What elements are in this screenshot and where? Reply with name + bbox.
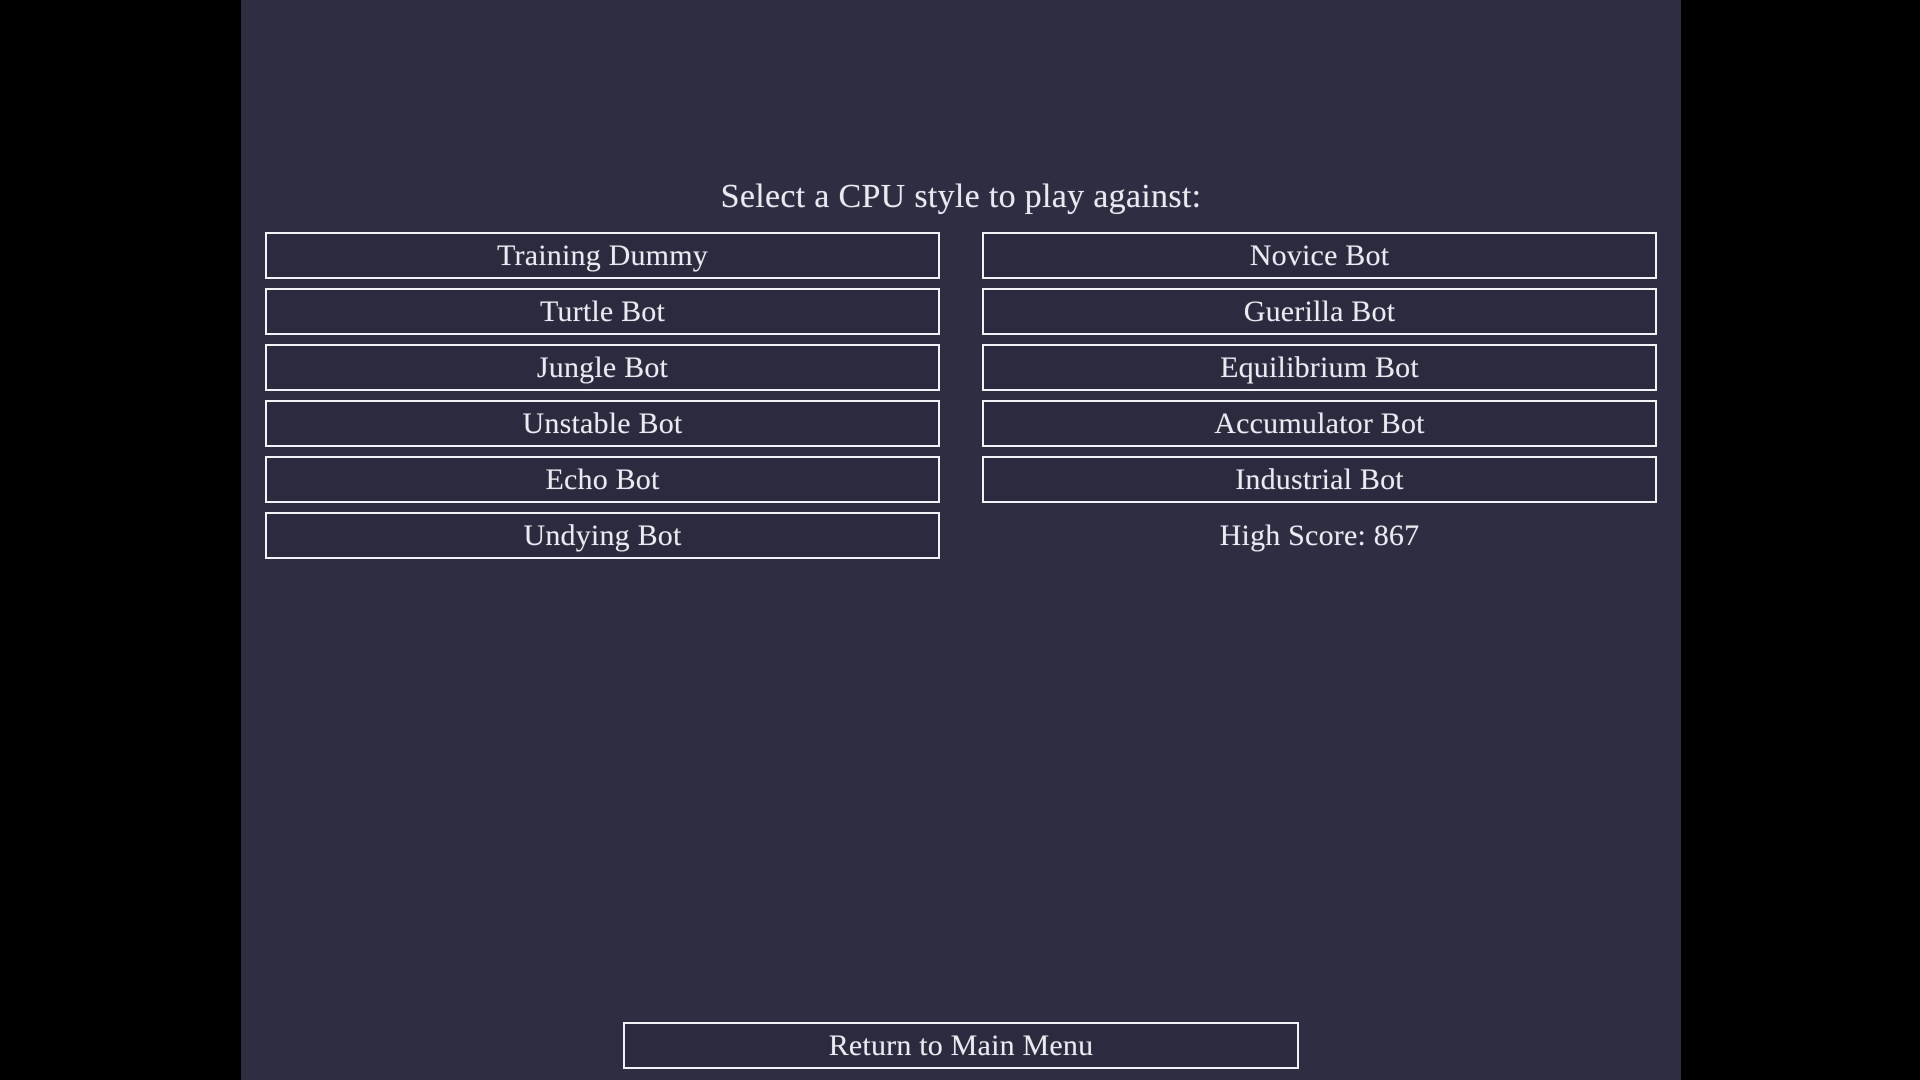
cpu-style-button-jungle-bot[interactable]: Jungle Bot [265,344,940,391]
cpu-style-button-undying-bot[interactable]: Undying Bot [265,512,940,559]
high-score-label: High Score: 867 [1219,519,1420,552]
cpu-style-button-accumulator-bot[interactable]: Accumulator Bot [982,400,1657,447]
return-button-container: Return to Main Menu [241,1022,1681,1069]
page-title: Select a CPU style to play against: [720,178,1202,215]
cpu-style-button-training-dummy[interactable]: Training Dummy [265,232,940,279]
cpu-style-grid: Training Dummy Turtle Bot Jungle Bot Uns… [265,232,1657,559]
cpu-style-button-guerilla-bot[interactable]: Guerilla Bot [982,288,1657,335]
game-viewport: Select a CPU style to play against: Trai… [241,0,1681,1080]
cpu-style-column-left: Training Dummy Turtle Bot Jungle Bot Uns… [265,232,940,559]
cpu-style-button-novice-bot[interactable]: Novice Bot [982,232,1657,279]
return-to-main-menu-button[interactable]: Return to Main Menu [623,1022,1299,1069]
cpu-style-button-unstable-bot[interactable]: Unstable Bot [265,400,940,447]
cpu-style-button-turtle-bot[interactable]: Turtle Bot [265,288,940,335]
cpu-style-column-right: Novice Bot Guerilla Bot Equilibrium Bot … [982,232,1657,559]
letterbox-right [1681,0,1920,1080]
cpu-style-button-echo-bot[interactable]: Echo Bot [265,456,940,503]
letterbox-left [0,0,241,1080]
cpu-style-button-industrial-bot[interactable]: Industrial Bot [982,456,1657,503]
cpu-style-button-equilibrium-bot[interactable]: Equilibrium Bot [982,344,1657,391]
